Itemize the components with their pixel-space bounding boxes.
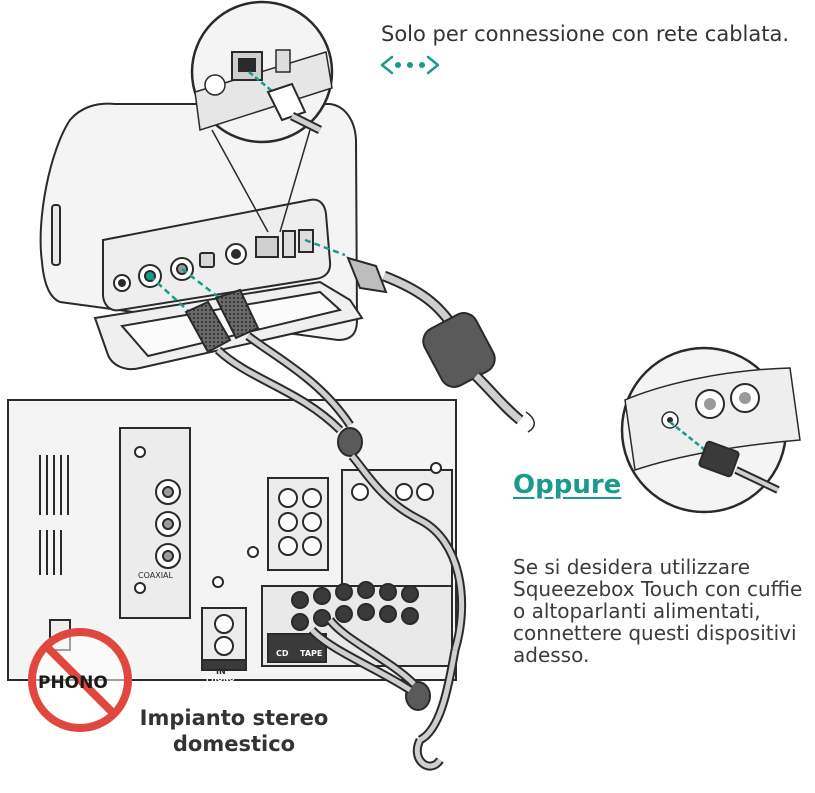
coaxial-label: COAXIAL <box>138 571 174 580</box>
headphones-note: Se si desidera utilizzare Squeezebox Tou… <box>513 556 815 666</box>
phono-port-label: PHONO <box>206 675 235 683</box>
stereo-caption-line: Impianto stereo <box>116 705 352 731</box>
ethernet-zoom-circle <box>192 2 332 142</box>
ethernet-icon <box>382 57 438 73</box>
cd-label: CD <box>276 649 289 658</box>
headphones-note-line: o altoparlanti alimentati, <box>513 600 815 622</box>
headphones-note-line: connettere questi dispositivi <box>513 622 815 644</box>
headphones-note-line: Se si desidera utilizzare <box>513 556 815 578</box>
tape-label: TAPE <box>300 649 322 658</box>
phono-prohibited-label: PHONO <box>38 673 108 693</box>
stereo-caption-line: domestico <box>116 731 352 757</box>
headphones-note-line: Squeezebox Touch con cuffie <box>513 578 815 600</box>
headphones-note-line: adesso. <box>513 644 815 666</box>
or-label: Oppure <box>513 470 621 500</box>
wired-connection-note: Solo per connessione con rete cablata. <box>381 22 789 46</box>
stereo-caption: Impianto stereo domestico <box>116 705 352 757</box>
headphones-zoom-circle <box>622 348 800 512</box>
